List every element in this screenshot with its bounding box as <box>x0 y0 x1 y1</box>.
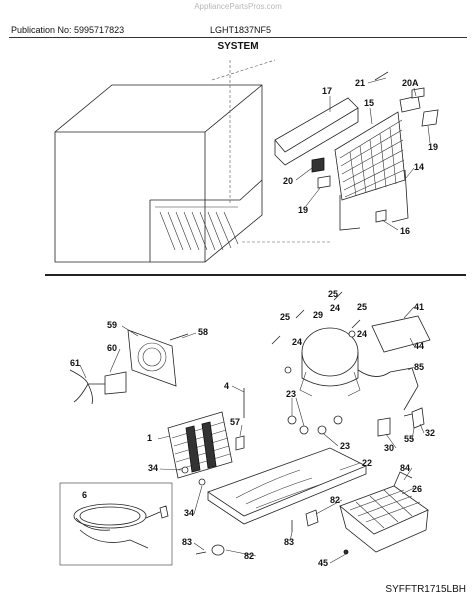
cabinet-illustration <box>54 59 330 263</box>
compressor-assembly <box>271 291 431 435</box>
wire-harness <box>59 482 173 566</box>
callout-22: 22 <box>362 458 372 468</box>
callout-6: 6 <box>82 490 87 500</box>
callout-55: 55 <box>404 434 414 444</box>
callout-84: 84 <box>400 463 410 473</box>
callout-24-b: 24 <box>292 337 302 347</box>
callout-30: 30 <box>384 443 394 453</box>
callout-23-b: 23 <box>340 441 350 451</box>
section-title: SYSTEM <box>217 41 259 52</box>
thermostat <box>311 157 325 173</box>
callout-21: 21 <box>355 78 365 88</box>
callout-45: 45 <box>318 558 328 568</box>
defrost-terminator <box>399 95 421 113</box>
condenser-fan-assembly <box>69 329 189 405</box>
callout-1: 1 <box>147 433 152 443</box>
callout-4: 4 <box>224 381 229 391</box>
callout-41: 41 <box>414 302 424 312</box>
callout-19-upper: 19 <box>428 142 438 152</box>
publication-number: Publication No: 5995717823 <box>11 25 125 35</box>
drain-pan <box>339 471 429 555</box>
model-number: LGHT1837NF5 <box>210 25 272 35</box>
callout-83-a: 83 <box>182 537 192 547</box>
callout-34-b: 34 <box>184 508 194 518</box>
callout-34-a: 34 <box>148 463 158 473</box>
callout-44: 44 <box>414 341 424 351</box>
callout-16: 16 <box>400 226 410 236</box>
callout-82-b: 82 <box>244 551 254 561</box>
callout-24-c: 24 <box>357 329 367 339</box>
callout-25-b: 25 <box>280 312 290 322</box>
callout-59: 59 <box>107 320 117 330</box>
callout-85: 85 <box>414 362 424 372</box>
callout-25-c: 25 <box>357 302 367 312</box>
base-plate <box>195 447 367 556</box>
callouts: 21 20A 17 15 19 20 14 19 16 25 29 24 25 … <box>70 78 438 568</box>
fan-shroud <box>127 329 177 387</box>
callout-61: 61 <box>70 358 80 368</box>
callout-19-lower: 19 <box>298 205 308 215</box>
callout-57: 57 <box>230 417 240 427</box>
callout-26: 26 <box>412 484 422 494</box>
diagram-code: SYFFTR1715LBH <box>385 584 466 595</box>
callout-83-b: 83 <box>284 537 294 547</box>
compressor-bracket <box>371 315 431 353</box>
callout-23-a: 23 <box>286 389 296 399</box>
evaporator-assembly <box>274 71 439 231</box>
section-divider <box>45 274 466 276</box>
callout-25-a: 25 <box>328 289 338 299</box>
watermark: AppliancePartsPros.com <box>194 2 282 11</box>
callout-15: 15 <box>364 98 374 108</box>
callout-82-a: 82 <box>330 495 340 505</box>
callout-58: 58 <box>198 327 208 337</box>
callout-32: 32 <box>425 428 435 438</box>
callout-17: 17 <box>322 86 332 96</box>
callout-29: 29 <box>313 310 323 320</box>
callout-20A: 20A <box>402 78 419 88</box>
callout-24-a: 24 <box>330 303 340 313</box>
header-rule <box>9 37 467 38</box>
relay-overload <box>377 407 425 437</box>
evaporator-coil <box>334 111 406 201</box>
condenser-coil <box>167 388 245 486</box>
leader-lines <box>79 77 431 564</box>
callout-14: 14 <box>414 162 424 172</box>
callout-60: 60 <box>107 343 117 353</box>
fan-motor <box>104 371 127 395</box>
callout-20: 20 <box>283 176 293 186</box>
